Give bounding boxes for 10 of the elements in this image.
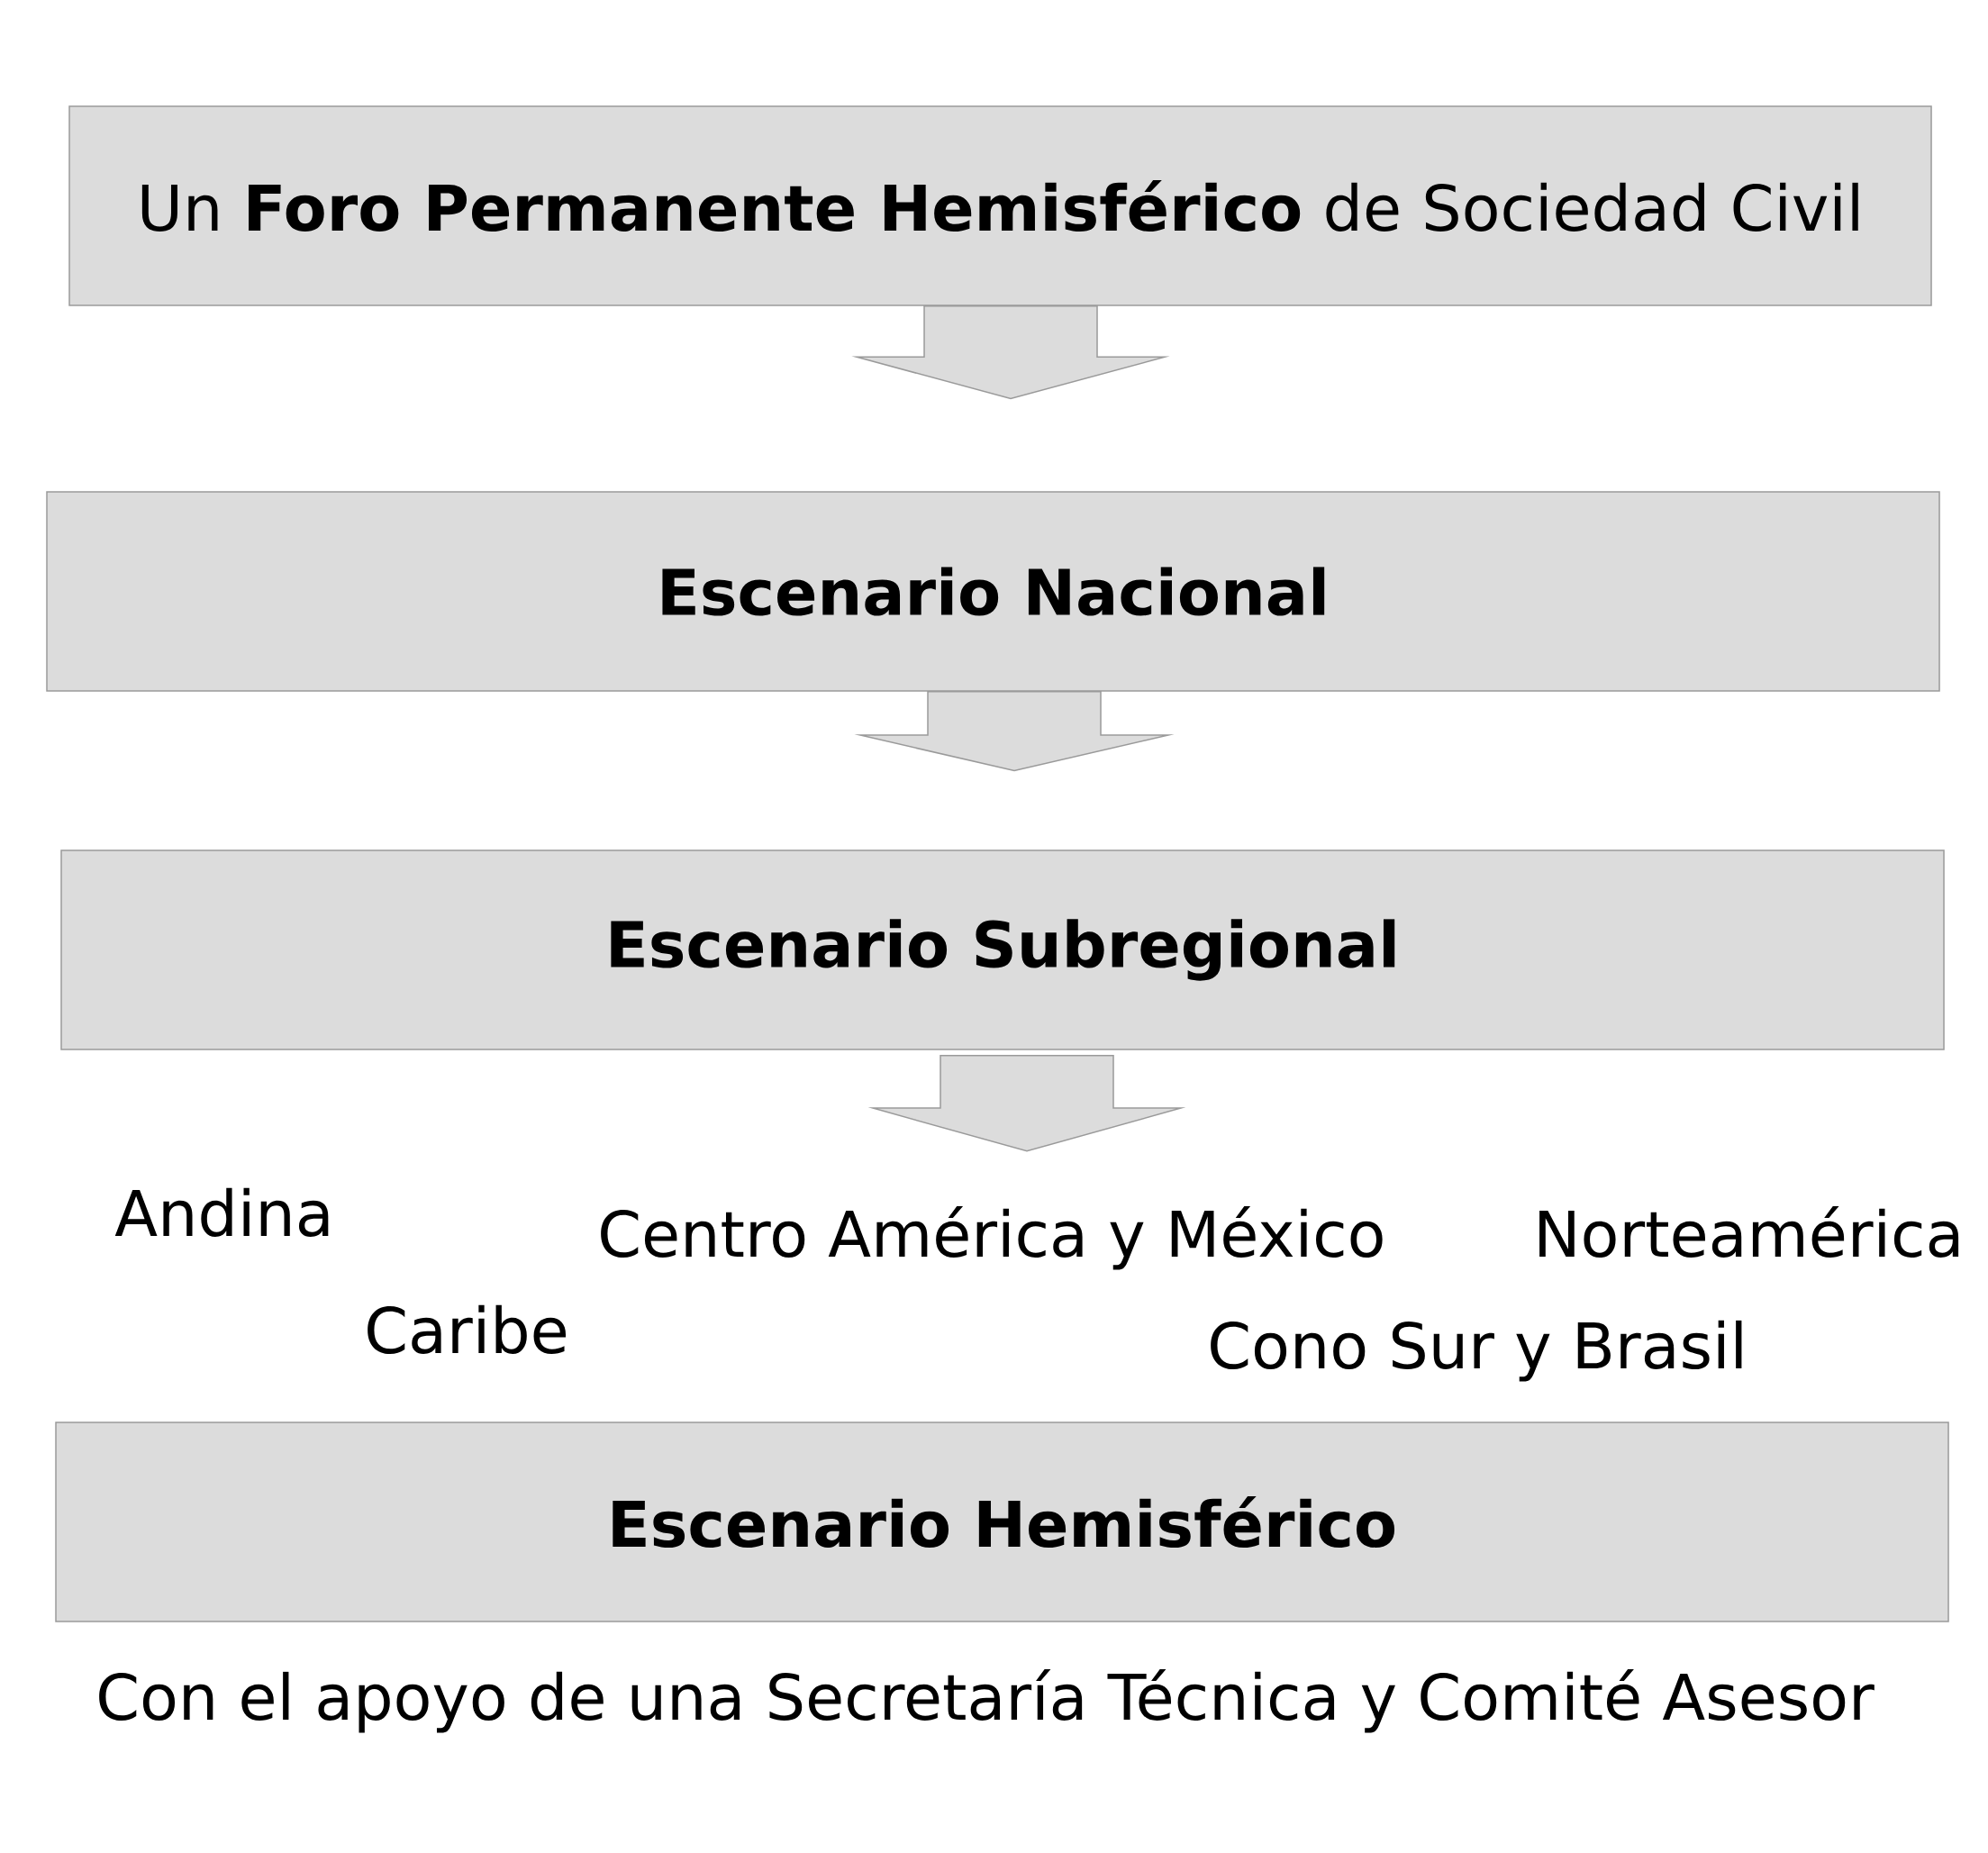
block-arrow [867,1055,1186,1152]
block-arrow [854,691,1175,772]
text-box: Escenario Nacional [46,491,1940,692]
region-label: Caribe [368,1304,566,1354]
region-label: Centro América y México [601,1206,1383,1270]
region-label: Norteamérica [1539,1206,1959,1258]
text-box: Un Foro Permanente Hemisférico de Sociedad Civil [68,105,1932,306]
region-label: Andina [114,1187,329,1237]
text-box: Escenario Hemisférico [55,1422,1949,1622]
text-box: Escenario Subregional [60,849,1945,1050]
